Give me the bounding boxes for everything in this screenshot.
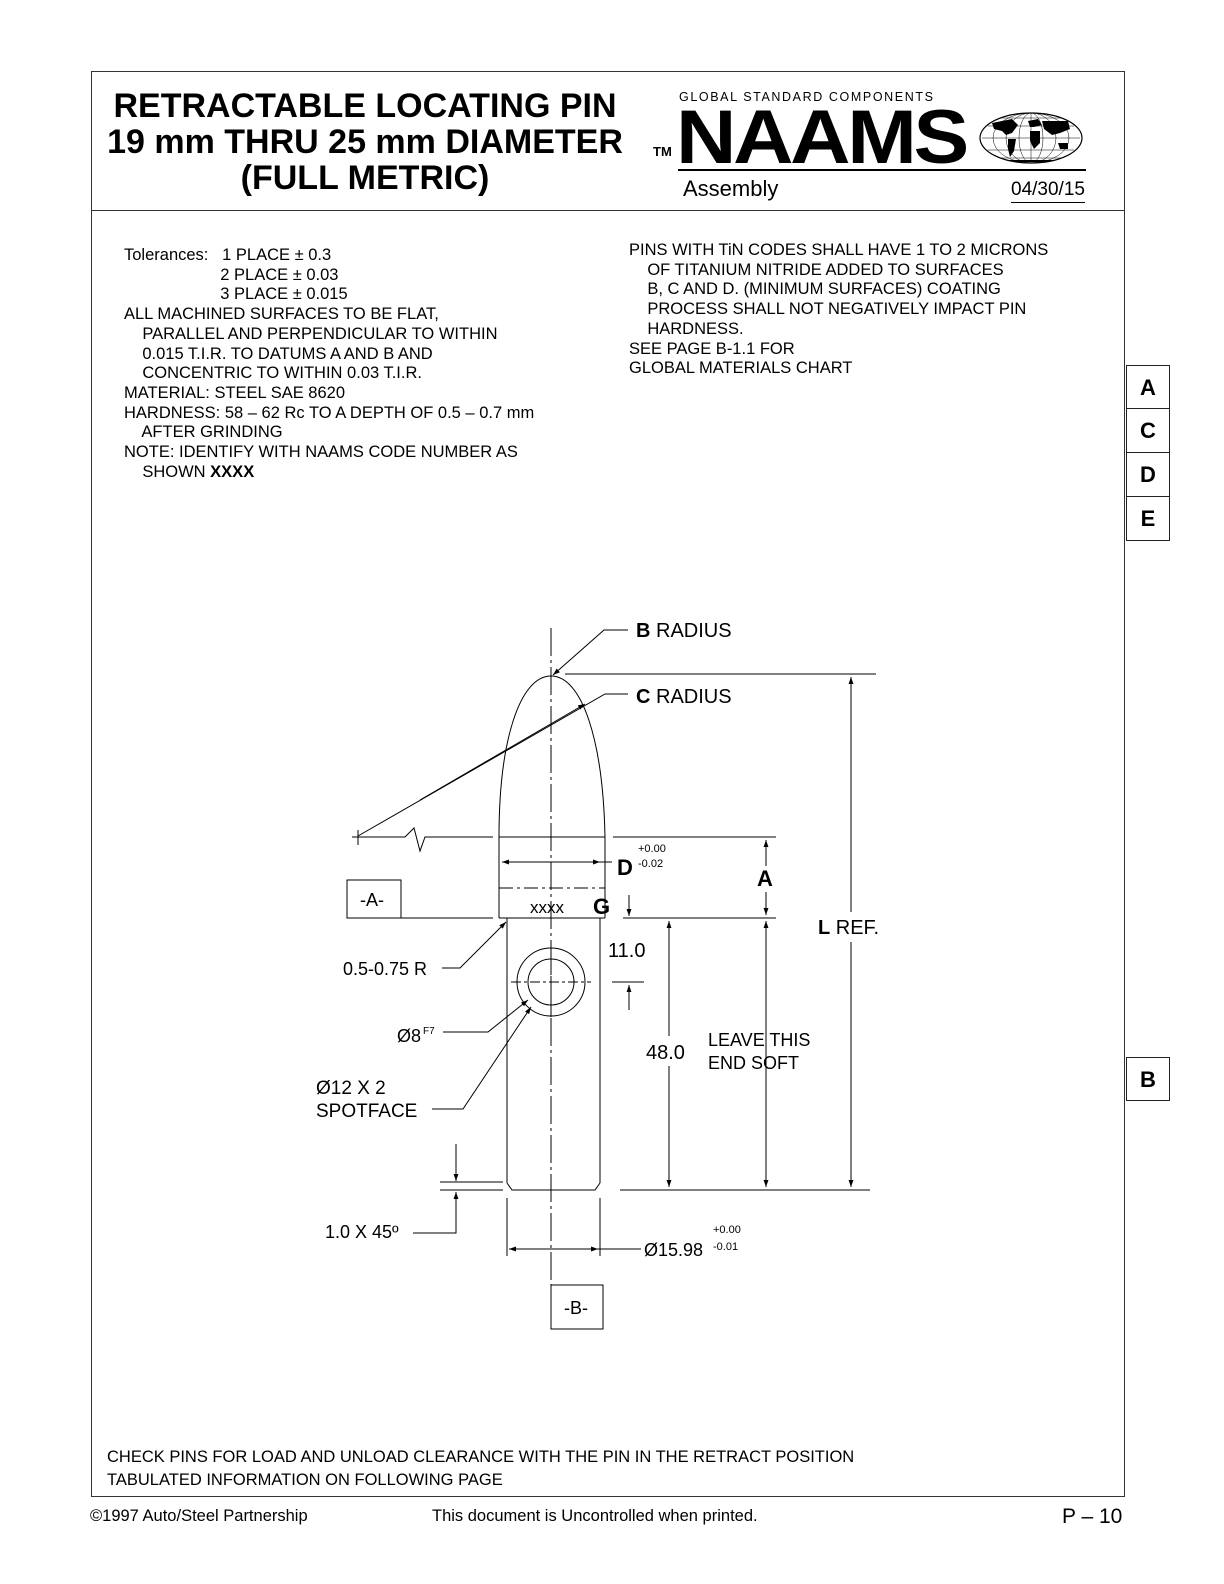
b-radius-letter: B	[636, 620, 650, 642]
shank-tol-plus: +0.00	[713, 1224, 741, 1236]
pin-nose	[498, 675, 606, 838]
note-line: Tolerances: 1 PLACE ± 0.3	[124, 246, 332, 264]
section-tab-e[interactable]: E	[1126, 497, 1170, 541]
code-placeholder: XXXX	[210, 462, 255, 481]
d-dim-letter: D	[617, 855, 633, 880]
section-tab-d[interactable]: D	[1126, 453, 1170, 497]
leave-soft-line2: END SOFT	[708, 1053, 799, 1073]
note-line: CONCENTRIC TO WITHIN 0.03 T.I.R.	[124, 364, 422, 383]
note-text: SHOWN	[124, 462, 211, 481]
note-line: 0.015 T.I.R. TO DATUMS A AND B AND	[124, 344, 433, 363]
spotface-line2: SPOTFACE	[316, 1101, 417, 1122]
svg-text:B RADIUS: B RADIUS	[636, 620, 732, 642]
header-divider	[91, 210, 1125, 211]
b-radius-label: RADIUS	[650, 620, 731, 642]
tabulated-note: TABULATED INFORMATION ON FOLLOWING PAGE	[107, 1471, 503, 1489]
note-line: 2 PLACE ± 0.03	[124, 265, 339, 284]
page-number: P – 10	[1062, 1505, 1123, 1528]
trademark: TM	[653, 144, 672, 159]
note-line: PROCESS SHALL NOT NEGATIVELY IMPACT PIN	[629, 300, 1027, 319]
shank-tol-minus: -0.01	[713, 1241, 738, 1253]
note-line: AFTER GRINDING	[124, 423, 283, 442]
note-line: MATERIAL: STEEL SAE 8620	[124, 383, 346, 402]
revision-date: 04/30/15	[1011, 179, 1085, 203]
hole-dia: Ø8	[397, 1026, 421, 1046]
section-tab-b[interactable]: B	[1126, 1057, 1170, 1101]
title-line-1: RETRACTABLE LOCATING PIN	[113, 87, 617, 125]
leave-soft-line1: LEAVE THIS	[708, 1030, 810, 1050]
naams-logo: NAAMS	[676, 95, 969, 180]
world-globe-icon	[979, 112, 1083, 164]
a-dim-letter: A	[757, 866, 773, 891]
title-line-2: 19 mm THRU 25 mm DIAMETER	[107, 123, 623, 161]
note-line: PINS WITH TiN CODES SHALL HAVE 1 TO 2 MI…	[629, 241, 1049, 259]
svg-text:C RADIUS: C RADIUS	[636, 686, 732, 708]
logo-rule	[678, 169, 1086, 171]
fillet-label: 0.5-0.75 R	[343, 959, 427, 979]
note-line: HARDNESS: 58 – 62 Rc TO A DEPTH OF 0.5 –…	[124, 403, 535, 422]
c-radius-label: RADIUS	[650, 686, 731, 708]
g-label: G	[593, 894, 610, 919]
disclaimer: This document is Uncontrolled when print…	[432, 1507, 758, 1525]
l-ref-letter: L	[818, 917, 830, 939]
d-tol-plus: +0.00	[638, 843, 666, 855]
datum-b: -B-	[564, 1298, 588, 1318]
note-line: PARALLEL AND PERPENDICULAR TO WITHIN	[124, 324, 498, 343]
clearance-note: CHECK PINS FOR LOAD AND UNLOAD CLEARANCE…	[107, 1448, 855, 1466]
section-tabs: A C D E	[1126, 365, 1170, 541]
svg-text:L REF.: L REF.	[818, 917, 879, 939]
copyright: ©1997 Auto/Steel Partnership	[90, 1507, 308, 1525]
spotface-line1: Ø12 X 2	[316, 1078, 386, 1099]
note-line: ALL MACHINED SURFACES TO BE FLAT,	[124, 305, 439, 324]
d-tol-minus: -0.02	[638, 858, 663, 870]
general-notes: Tolerances: 1 PLACE ± 0.3 2 PLACE ± 0.03…	[124, 246, 534, 482]
l-ref-label: REF.	[830, 917, 879, 939]
code-mark: XXXX	[530, 898, 565, 917]
page-title: RETRACTABLE LOCATING PIN 19 mm THRU 25 m…	[92, 88, 638, 196]
section-label: Assembly	[683, 176, 779, 201]
datum-a: -A-	[360, 890, 384, 910]
shank-dia: Ø15.98	[644, 1240, 703, 1260]
note-line: B, C AND D. (MINIMUM SURFACES) COATING	[629, 280, 1001, 299]
logo-tagline: GLOBAL STANDARD COMPONENTS	[679, 90, 935, 104]
section-tab-c[interactable]: C	[1126, 409, 1170, 453]
page-frame	[91, 71, 1125, 1497]
title-line-3: (FULL METRIC)	[240, 159, 490, 197]
hole-fit: F7	[423, 1026, 435, 1037]
note-line: NOTE: IDENTIFY WITH NAAMS CODE NUMBER AS	[124, 443, 518, 462]
section-tab-a[interactable]: A	[1126, 365, 1170, 409]
note-line: OF TITANIUM NITRIDE ADDED TO SURFACES	[629, 260, 1004, 279]
chamfer-label: 1.0 X 45º	[325, 1222, 399, 1242]
coating-notes: PINS WITH TiN CODES SHALL HAVE 1 TO 2 MI…	[629, 241, 1048, 379]
note-line: SHOWN XXXX	[124, 463, 534, 483]
dim-11: 11.0	[608, 940, 645, 962]
c-radius-letter: C	[636, 686, 650, 708]
note-line: 3 PLACE ± 0.015	[124, 285, 348, 304]
note-line: GLOBAL MATERIALS CHART	[629, 359, 853, 378]
dim-48: 48.0	[646, 1042, 685, 1064]
note-line: SEE PAGE B-1.1 FOR	[629, 339, 795, 358]
note-line: HARDNESS.	[629, 319, 744, 338]
